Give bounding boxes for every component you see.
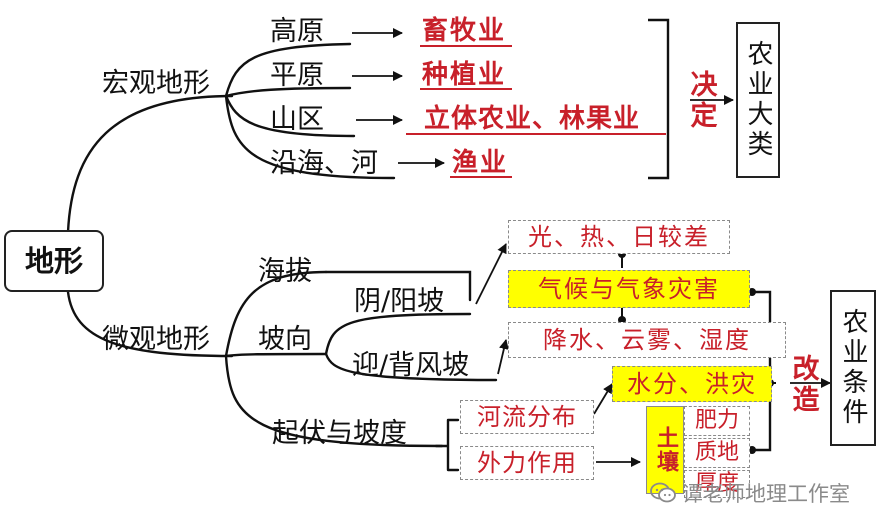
outcome-precipitation: 降水、云雾、湿度 xyxy=(508,322,786,358)
branch-aspect xyxy=(224,352,328,358)
branch-relief xyxy=(224,354,444,448)
branch-plain xyxy=(224,86,352,98)
bracket-macro xyxy=(648,18,670,180)
outcome-climate: 气候与气象灾害 xyxy=(508,270,750,308)
soil-fertility: 肥力 xyxy=(684,406,750,436)
macro-label: 宏观地形 xyxy=(102,68,210,99)
root-label: 地形 xyxy=(24,243,83,278)
result-agri-conditions: 农业条件 xyxy=(830,290,876,446)
outcome-river: 河流分布 xyxy=(460,400,594,434)
fork-relief xyxy=(434,418,460,472)
result-agri-type: 农业大类 xyxy=(736,22,780,178)
branch-altitude-line xyxy=(324,270,472,302)
arrow-river-to-water xyxy=(593,383,613,415)
outcome-external-force: 外力作用 xyxy=(460,446,594,480)
agri-livestock: 畜牧业 xyxy=(422,16,507,46)
agri-fishery: 渔业 xyxy=(452,148,509,178)
outcome-light-heat: 光、热、日较差 xyxy=(508,220,730,254)
wechat-icon xyxy=(650,482,676,504)
branch-mountain xyxy=(224,94,356,138)
agri-crops: 种植业 xyxy=(422,60,507,90)
soil-thickness: 厚度 xyxy=(684,470,750,498)
factor-relief: 起伏与坡度 xyxy=(272,418,407,449)
branch-shade-slope xyxy=(324,312,472,356)
factor-aspect: 坡向 xyxy=(258,324,312,355)
landform-plain: 平原 xyxy=(270,60,324,91)
decide-label: 决定 xyxy=(685,70,717,132)
branch-wind-slope xyxy=(324,352,498,382)
branch-root-macro xyxy=(66,94,234,234)
branch-altitude xyxy=(224,270,328,358)
slope-shade: 阴/阳坡 xyxy=(354,286,445,317)
landform-coast: 沿海、河 xyxy=(270,148,378,179)
slope-wind: 迎/背风坡 xyxy=(352,350,470,381)
landform-plateau: 高原 xyxy=(270,16,324,47)
soil-label: 土壤 xyxy=(646,406,684,494)
arrow-shade-to-light xyxy=(475,243,507,305)
landform-mountain: 山区 xyxy=(270,104,324,135)
factor-altitude: 海拔 xyxy=(258,256,312,287)
agri-tiered: 立体农业、林果业 xyxy=(424,104,641,134)
outcome-water: 水分、洪灾 xyxy=(612,366,772,402)
arrow-wind-to-rain xyxy=(497,339,509,375)
root-node: 地形 xyxy=(4,230,104,292)
watermark: 谭老师地理工作室 xyxy=(650,478,886,508)
branch-plateau xyxy=(224,42,352,98)
branch-root-micro xyxy=(66,290,234,358)
branch-coast xyxy=(224,94,396,180)
micro-label: 微观地形 xyxy=(102,324,210,355)
transform-label: 改造 xyxy=(787,354,819,416)
soil-texture: 质地 xyxy=(684,438,750,468)
